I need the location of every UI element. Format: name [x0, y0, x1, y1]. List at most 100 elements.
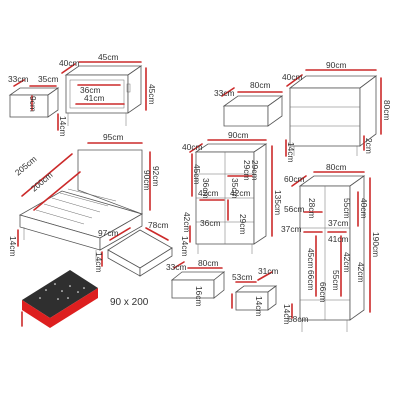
nightstand-drawer-width-label: 35cm — [38, 74, 59, 84]
dim-line — [221, 87, 235, 97]
dim-line — [189, 143, 203, 153]
wardrobe-low-h1-label: 66cm — [306, 270, 316, 291]
dim-line — [257, 271, 273, 281]
bookcase-drawer-front — [171, 279, 215, 299]
dim-line — [21, 153, 73, 197]
mattress-side — [50, 288, 98, 328]
bed-drawer-side — [139, 247, 173, 277]
bookcase-left-h-label: 16cm — [194, 286, 204, 307]
nightstand-leg-label: 14cm — [58, 116, 68, 137]
bed-slat — [59, 192, 109, 207]
dim-line — [13, 79, 25, 87]
wardrobe-inner-w4-label: 42cm — [342, 252, 352, 273]
chest-drawer-side — [267, 95, 283, 127]
nightstand-drawer-side — [47, 87, 59, 118]
bed-drawer-width-label: 97cm — [98, 228, 119, 238]
dim-line — [291, 175, 307, 187]
bookcase-drawer-depth-label: 33cm — [166, 262, 187, 272]
nightstand-drawer-depth-label: 33cm — [8, 74, 29, 84]
chest-leg-label: 14cm — [286, 142, 296, 163]
chest-depth-label: 40cm — [282, 72, 303, 82]
bed-slat — [67, 188, 117, 202]
bed-inner-width-label: 90cm — [142, 170, 152, 191]
bed-drawer-height-label: 14cm — [94, 252, 104, 273]
wardrobe-width-label: 80cm — [326, 162, 347, 172]
bookcase-side — [253, 143, 267, 245]
bookcase-depth-label: 40cm — [182, 142, 203, 152]
bed-drawing: 95cm 205cm 200cm 92cm 90cm 14cm 97cm 78c… — [8, 132, 173, 277]
bookcase-shelf-h3-label: 35cm — [230, 178, 240, 199]
nightstand-front — [65, 74, 129, 114]
bookcase-inner-h-label: 29cm — [242, 160, 252, 181]
chest-front — [289, 87, 361, 147]
wardrobe-inner-h3-label: 55cm — [342, 198, 352, 219]
bookcase-shelf-h2-label: 36cm — [201, 178, 211, 199]
bookcase-base-w-label: 36cm — [200, 218, 221, 228]
bookcase-drawer-side — [213, 271, 225, 299]
bed-height-label: 92cm — [151, 166, 161, 187]
bookcase-side-leg-label: 14cm — [180, 236, 190, 257]
nightstand-drawer-height-label: 9cm — [28, 96, 38, 112]
bookcase-shelf-h1-label: 45cm — [192, 164, 202, 185]
nightstand-height-label: 45cm — [147, 84, 157, 105]
dim-line — [109, 227, 131, 241]
bed-width-label: 95cm — [103, 132, 124, 142]
nightstand-inner-height-label: 36cm — [80, 85, 101, 95]
nightstand-drawing: 45cm 40cm 45cm 36cm 41cm 33cm 35cm 9cm 1… — [8, 52, 157, 137]
dim-line — [61, 63, 76, 74]
dim-line — [33, 171, 81, 211]
wardrobe-drawer-h-label: 58cm — [288, 314, 309, 324]
chest-drawer-width-label: 80cm — [250, 80, 271, 90]
chest-width-label: 90cm — [326, 60, 347, 70]
bed-headboard — [77, 149, 143, 215]
dim-line — [173, 261, 185, 269]
wardrobe-inner-w2-label: 41cm — [328, 234, 349, 244]
wardrobe-side — [349, 175, 365, 321]
nightstand-handle — [126, 83, 131, 93]
bed-slat — [43, 203, 93, 219]
wardrobe-inner-w1-label: 37cm — [281, 224, 302, 234]
mattress-size-label: 90 x 200 — [110, 297, 149, 308]
chest-side — [359, 75, 377, 147]
nightstand-depth-label: 40cm — [59, 58, 80, 68]
dim-line — [286, 74, 303, 87]
mattress-front — [22, 300, 50, 328]
small-drawer-height-label: 14cm — [254, 296, 264, 317]
bookcase-height-label: 135cm — [273, 190, 283, 215]
chest-drawer-front — [223, 105, 269, 127]
wardrobe-height-label: 190cm — [371, 232, 381, 257]
bookcase-side-h-label: 29cm — [250, 160, 260, 181]
chest-drawer-depth-label: 33cm — [214, 88, 235, 98]
wardrobe-depth-label: 60cm — [284, 174, 305, 184]
bookcase-width-label: 90cm — [228, 130, 249, 140]
bookcase-base-h-label: 29cm — [238, 214, 248, 235]
small-drawer-side — [267, 285, 277, 311]
small-drawer-width-label: 53cm — [232, 272, 253, 282]
mattress-top — [22, 270, 98, 318]
wardrobe-inner-w3-label: 37cm — [328, 218, 349, 228]
bed-foot-rail — [99, 213, 143, 251]
wardrobe-low-h4-label: 42cm — [356, 262, 366, 283]
bookcase-drawer-width-label: 80cm — [198, 258, 219, 268]
small-drawer-drawing: 53cm 31cm 14cm — [231, 266, 279, 317]
bed-length-label: 205cm — [13, 154, 39, 178]
chest-height-label: 80cm — [382, 100, 392, 121]
nightstand-side — [127, 65, 142, 114]
bed-clearance-label: 14cm — [8, 236, 18, 257]
wardrobe-drawing: 80cm 60cm 190cm 40cm 56cm 28cm 55cm 37cm… — [281, 162, 381, 332]
chest-drawer-height-label: 2cm — [364, 138, 374, 154]
chest-drawing: 90cm 40cm 80cm 33cm 80cm 14cm 2cm — [214, 60, 392, 163]
wardrobe-side-depth-label: 40cm — [359, 198, 369, 219]
wardrobe-inner-h2-label: 28cm — [307, 198, 317, 219]
small-drawer-depth-label: 31cm — [258, 266, 279, 276]
bookcase-inner-width-label: 42cm — [198, 188, 219, 198]
wardrobe-low-h3-label: 66cm — [318, 282, 328, 303]
bookcase-left-w-label: 42cm — [182, 212, 192, 233]
nightstand-width-label: 45cm — [98, 52, 119, 62]
bookcase-inner-w2-label: 42cm — [230, 188, 251, 198]
nightstand-drawer-front — [69, 79, 125, 109]
wardrobe-low-h2-label: 55cm — [331, 270, 341, 291]
nightstand-inner-width-label: 41cm — [84, 93, 105, 103]
